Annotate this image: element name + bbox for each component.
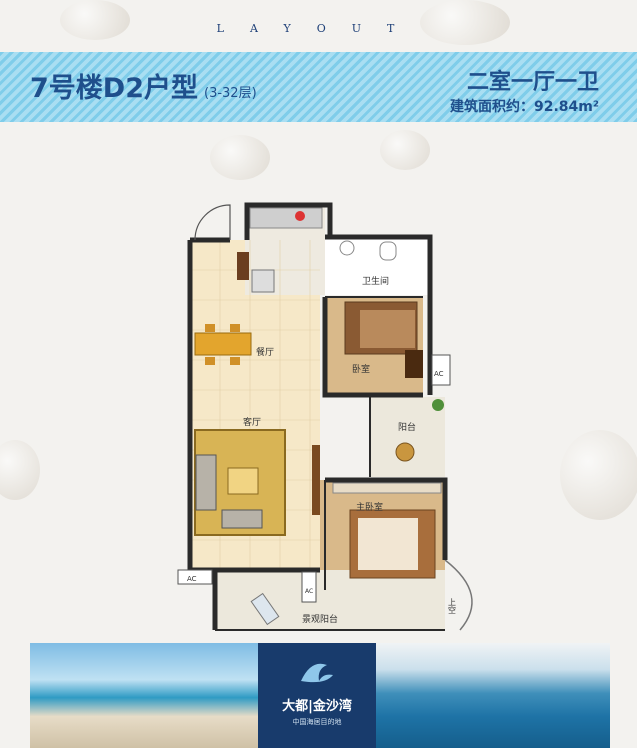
area-text: 建筑面积约：92.84m² bbox=[449, 99, 599, 115]
balcony-floor bbox=[370, 397, 445, 477]
wave-logo-icon bbox=[301, 663, 333, 683]
room-label-master: 主卧室 bbox=[356, 501, 383, 513]
shell-decoration bbox=[380, 130, 430, 170]
bedroom-wall bbox=[322, 297, 423, 398]
bedroom-desk bbox=[405, 350, 423, 378]
fridge bbox=[251, 269, 275, 293]
entry-door-arc bbox=[194, 204, 231, 241]
armchair bbox=[221, 509, 263, 529]
ac-label: AC bbox=[187, 575, 197, 583]
shell-decoration bbox=[210, 135, 270, 180]
view-balcony-floor bbox=[215, 570, 445, 630]
room-label-bedroom: 卧室 bbox=[352, 363, 370, 375]
room-label-view-balcony: 景观阳台 bbox=[302, 613, 338, 625]
living-rug bbox=[194, 429, 286, 536]
unit-title: 7号楼D2户型 (3-32层) bbox=[30, 66, 257, 105]
shell-decoration bbox=[420, 0, 510, 45]
stove-icon bbox=[295, 211, 305, 221]
lounge-chair bbox=[250, 592, 280, 626]
ac-unit bbox=[177, 569, 213, 585]
kitchen-floor bbox=[245, 205, 325, 295]
balcony-plant bbox=[432, 399, 444, 411]
bedroom-floor bbox=[325, 297, 423, 395]
master-bedroom-floor bbox=[320, 480, 445, 590]
ac-unit bbox=[301, 571, 317, 603]
floor-range: (3-32层) bbox=[204, 86, 257, 101]
shell-decoration bbox=[560, 430, 637, 520]
room-label-balcony: 阳台 bbox=[398, 421, 416, 433]
brand-name: 大都|金沙湾 bbox=[282, 699, 352, 714]
master-wardrobe bbox=[332, 482, 442, 494]
bath-wall bbox=[325, 234, 433, 395]
kitchen-cabinet bbox=[237, 252, 249, 280]
promo-band: 大都|金沙湾 中国海居目的地 bbox=[30, 643, 610, 748]
ac-label: AC bbox=[305, 588, 313, 595]
kitchen-wall bbox=[244, 202, 333, 240]
bathroom-floor bbox=[325, 237, 430, 295]
sea-photo bbox=[376, 643, 610, 748]
layout-heading: LAYOUT bbox=[216, 22, 421, 35]
master-wall bbox=[325, 477, 448, 560]
living-dining-floor bbox=[190, 240, 320, 570]
master-bed bbox=[349, 509, 436, 579]
coffee-table bbox=[227, 467, 259, 495]
tv-cabinet bbox=[312, 445, 320, 515]
shell-decoration bbox=[60, 0, 130, 40]
bay-window-arc bbox=[444, 559, 473, 631]
room-config: 二室一厅一卫 bbox=[466, 70, 599, 95]
wash-basin bbox=[339, 240, 355, 256]
ac-unit bbox=[431, 354, 451, 386]
room-label-dining: 餐厅 bbox=[256, 346, 274, 358]
title-banner bbox=[0, 52, 637, 122]
toilet bbox=[379, 241, 397, 261]
room-label-bathroom: 卫生间 bbox=[362, 275, 389, 287]
building-type: 7号楼D2户型 bbox=[30, 73, 198, 104]
room-label-void: 上空 bbox=[448, 598, 457, 614]
dining-table bbox=[194, 332, 252, 356]
shell-decoration bbox=[0, 440, 40, 500]
ac-label: AC bbox=[434, 370, 444, 378]
bedroom-bed bbox=[344, 301, 418, 355]
master-bed-sheet bbox=[358, 518, 418, 570]
bedroom-bed-sheet bbox=[360, 310, 415, 348]
balcony-table bbox=[395, 442, 415, 462]
room-label-living: 客厅 bbox=[243, 416, 261, 428]
beach-photo bbox=[30, 643, 258, 748]
brand-slogan: 中国海居目的地 bbox=[292, 718, 342, 726]
sofa bbox=[195, 454, 217, 511]
kitchen-counter bbox=[249, 207, 323, 229]
brand-logo-box: 大都|金沙湾 中国海居目的地 bbox=[258, 643, 376, 748]
